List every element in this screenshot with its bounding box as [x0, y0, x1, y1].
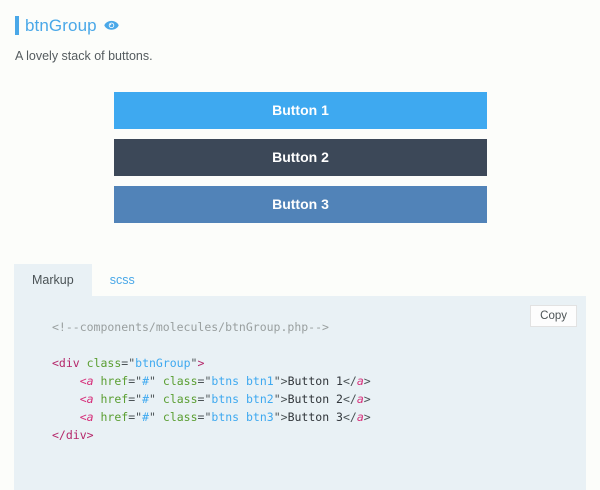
code-token-val-hash: # [142, 392, 150, 406]
code-token-gt: > [363, 392, 371, 406]
code-token-open-a: <a [79, 392, 94, 406]
code-indent [52, 410, 80, 424]
code-token-eq: = [197, 392, 205, 406]
tab-scss[interactable]: scss [109, 273, 135, 287]
code-token-href-attr: href [100, 410, 129, 424]
code-token-gt: > [280, 410, 288, 424]
code-token-close-a-name: a [356, 374, 364, 388]
code-token-gt: > [197, 356, 205, 370]
page-title: btnGroup [25, 15, 97, 35]
title-accent-bar [15, 15, 19, 35]
code-token-class-attr: class [162, 410, 198, 424]
code-indent [52, 374, 80, 388]
code-token-quote: " [149, 392, 156, 406]
code-token-quote: " [204, 374, 212, 388]
code-token-val-btns3: btns btn3 [211, 410, 274, 424]
code-token-quote: " [273, 392, 281, 406]
code-block-wrapper: Copy <!--components/molecules/btnGroup.p… [14, 296, 586, 490]
code-token-open-div: <div [52, 356, 80, 370]
code-token-gt: > [280, 392, 288, 406]
code-token-gt: > [280, 374, 288, 388]
code-token-class-attr: class [162, 374, 198, 388]
component-header: btnGroup A lovely stack of buttons. [0, 0, 600, 64]
code-token-eq: = [128, 392, 136, 406]
code-token-quote: " [190, 356, 198, 370]
code-token-close-a-open: </ [342, 374, 357, 388]
code-token-eq: = [128, 374, 136, 388]
code-token-eq: = [128, 410, 136, 424]
button-2[interactable]: Button 2 [114, 139, 487, 176]
code-token-close-a-open: </ [342, 410, 357, 424]
code-token-open-a: <a [79, 374, 94, 388]
code-block: <!--components/molecules/btnGroup.php-->… [14, 296, 586, 444]
code-token-quote: " [149, 374, 156, 388]
code-token-text1: Button 1 [287, 374, 343, 388]
code-token-quote: " [135, 410, 143, 424]
tab-bar: Markup scss [14, 264, 586, 296]
code-token-eq: = [197, 374, 205, 388]
eye-icon[interactable] [103, 20, 119, 31]
code-token-val-btns1: btns btn1 [211, 374, 274, 388]
code-token-class-attr: class [86, 356, 122, 370]
code-token-quote: " [135, 374, 143, 388]
code-panel: Markup scss Copy <!--components/molecule… [14, 264, 586, 490]
code-token-gt: > [363, 410, 371, 424]
code-token-close-a-name: a [356, 392, 364, 406]
tab-markup[interactable]: Markup [14, 264, 92, 296]
code-token-val-hash: # [142, 374, 150, 388]
code-token-eq: = [121, 356, 129, 370]
code-token-class-attr: class [162, 392, 198, 406]
code-token-quote: " [204, 410, 212, 424]
code-token-val-btngroup: btnGroup [135, 356, 191, 370]
code-token-close-div: </div> [52, 428, 94, 442]
code-token-close-a-name: a [356, 410, 364, 424]
code-token-quote: " [128, 356, 136, 370]
code-comment-line: <!--components/molecules/btnGroup.php--> [52, 320, 329, 334]
button-1[interactable]: Button 1 [114, 92, 487, 129]
btn-group-preview: Button 1 Button 2 Button 3 [0, 92, 600, 223]
code-token-quote: " [273, 410, 281, 424]
code-indent [52, 392, 80, 406]
code-token-href-attr: href [100, 392, 129, 406]
code-token-val-btns2: btns btn2 [211, 392, 274, 406]
code-token-quote: " [204, 392, 212, 406]
code-token-val-hash: # [142, 410, 150, 424]
code-token-quote: " [273, 374, 281, 388]
page-title-row: btnGroup [15, 14, 600, 36]
code-token-quote: " [149, 410, 156, 424]
code-token-text3: Button 3 [287, 410, 343, 424]
code-token-eq: = [197, 410, 205, 424]
copy-button[interactable]: Copy [530, 305, 577, 327]
button-3[interactable]: Button 3 [114, 186, 487, 223]
code-token-href-attr: href [100, 374, 129, 388]
component-description: A lovely stack of buttons. [15, 49, 153, 63]
code-token-text2: Button 2 [287, 392, 343, 406]
code-token-quote: " [135, 392, 143, 406]
code-token-gt: > [363, 374, 371, 388]
code-token-open-a: <a [79, 410, 94, 424]
code-token-close-a-open: </ [342, 392, 357, 406]
